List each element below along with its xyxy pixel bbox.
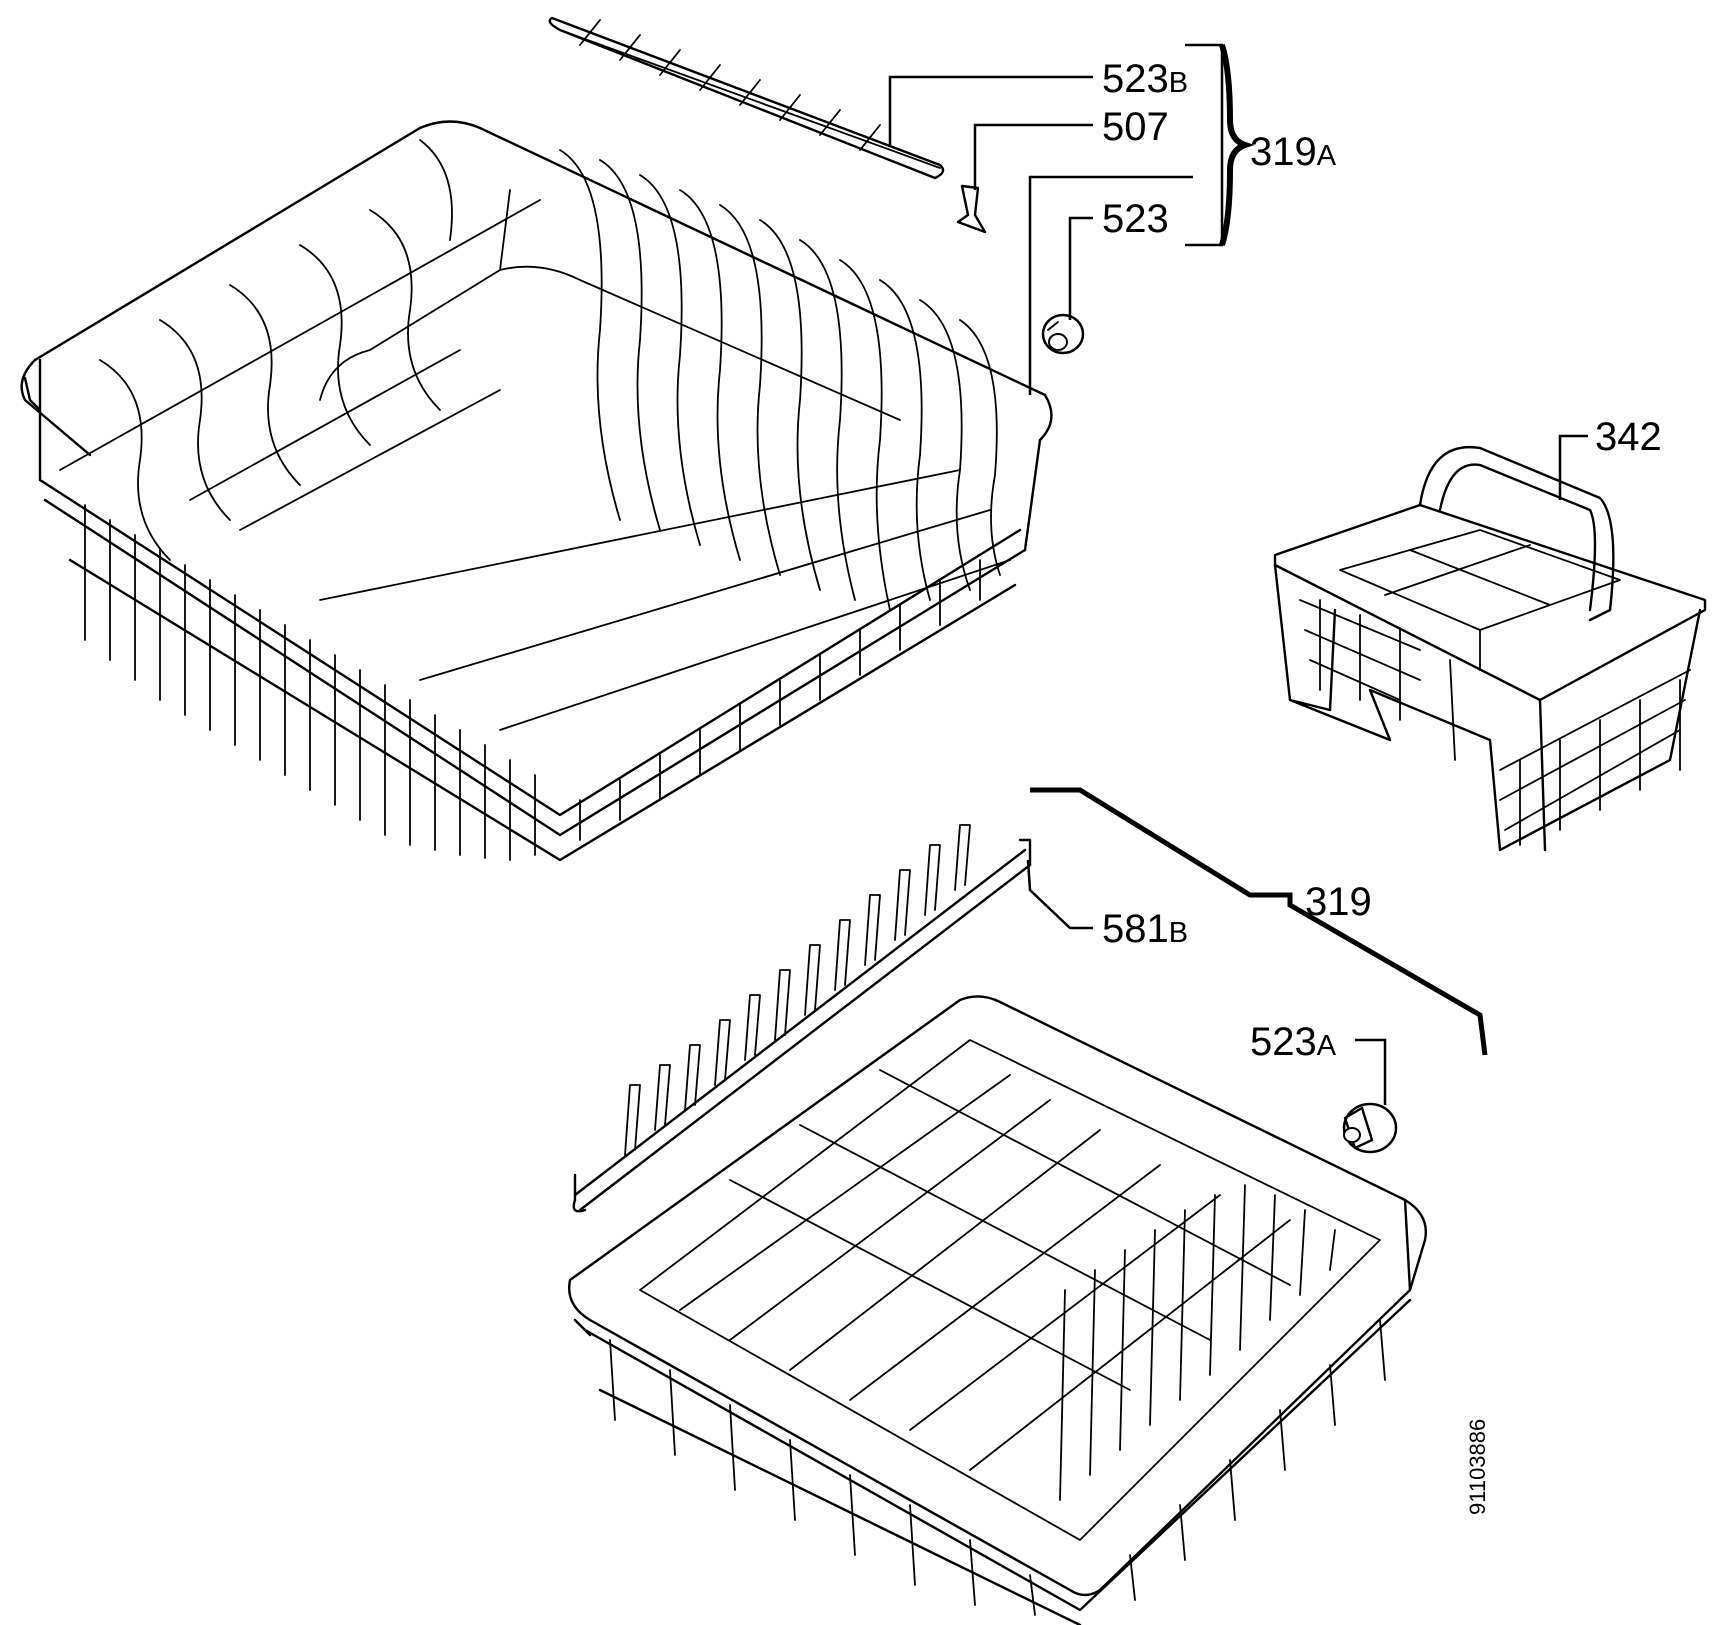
lower-rack-runners: [679, 1069, 1291, 1471]
callout-581b: 581B: [1102, 907, 1188, 951]
shelf-clip-part: [956, 184, 987, 234]
callout-523: 523: [1102, 197, 1169, 241]
callout-523b: 523B: [1102, 57, 1188, 101]
comb-tines: [624, 824, 971, 1156]
upper-rack-left-tines: [99, 139, 453, 561]
leader-lines: [888, 75, 1588, 1105]
upper-rack-plate-tines: [559, 149, 1001, 611]
319a-bracket: [1185, 43, 1255, 247]
upper-wheel-part: [1041, 313, 1085, 355]
cutlery-basket: [1273, 445, 1707, 852]
callout-319a: 319A: [1250, 130, 1337, 174]
lower-rack-front-wires: [609, 1319, 1386, 1616]
lower-rack-plate-tines: [1059, 1184, 1336, 1501]
cutlery-basket-grid: [1299, 599, 1691, 846]
cup-shelf-part: [548, 16, 945, 180]
callout-523a: 523A: [1250, 1020, 1337, 1064]
lower-rack-assembly-bar: [1030, 787, 1488, 1056]
callout-507: 507: [1102, 105, 1169, 149]
upper-rack-front-wires: [84, 504, 981, 861]
lower-basket: [568, 995, 1427, 1625]
callout-342: 342: [1595, 415, 1662, 459]
document-id: 91103886: [1465, 1419, 1490, 1515]
callout-319: 319: [1305, 880, 1372, 924]
lower-wheel-part: [1342, 1102, 1398, 1154]
upper-basket: [20, 120, 1053, 862]
folding-comb-part: [572, 824, 1032, 1213]
